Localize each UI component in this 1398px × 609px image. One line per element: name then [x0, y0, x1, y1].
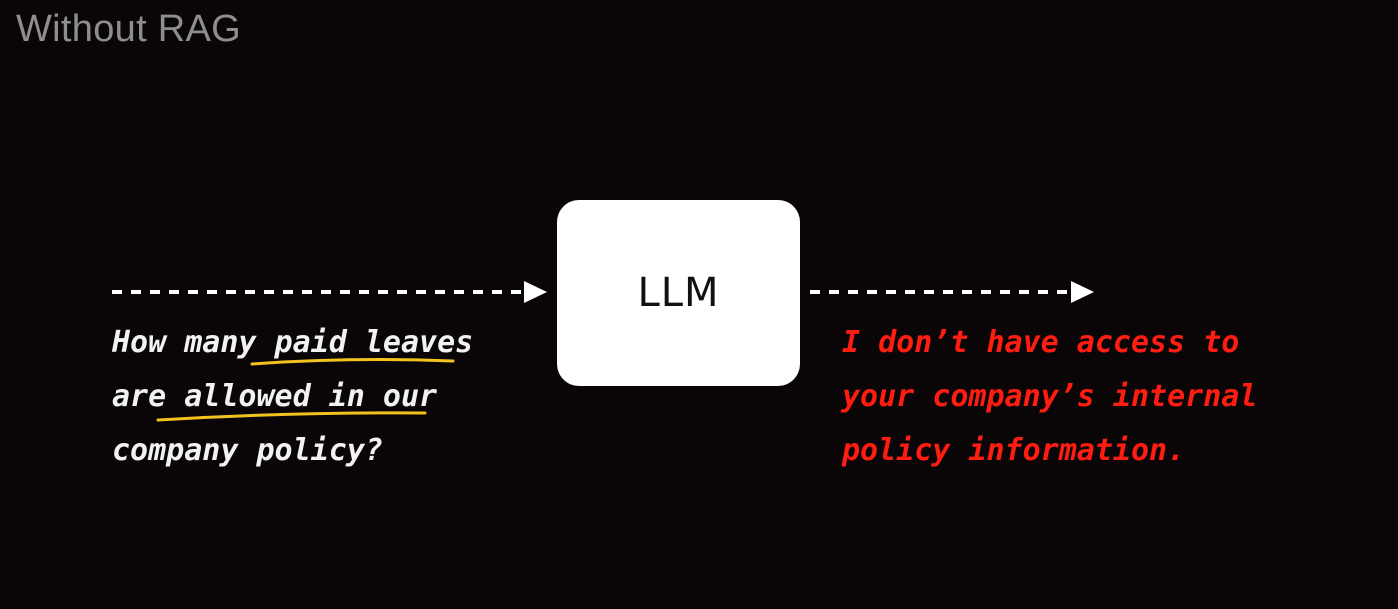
user-question: How many paid leaves are allowed in our … [112, 316, 473, 478]
output-arrow-head [1071, 281, 1094, 303]
question-line: are allowed in our [112, 379, 438, 414]
slide-title: Without RAG [16, 8, 242, 50]
underline-allowed-in-our [156, 411, 427, 422]
input-arrow-head [524, 281, 547, 303]
underline-paid-leaves [250, 358, 455, 366]
llm-box: LLM [557, 200, 800, 386]
answer-line: policy information. [842, 433, 1186, 468]
llm-answer: I don’t have access to your company’s in… [842, 316, 1257, 478]
llm-label: LLM [637, 270, 720, 316]
answer-line: your company’s internal [842, 379, 1258, 414]
question-line: How many paid leaves [112, 325, 474, 360]
answer-line: I don’t have access to [842, 325, 1240, 360]
question-line: company policy? [112, 433, 383, 468]
